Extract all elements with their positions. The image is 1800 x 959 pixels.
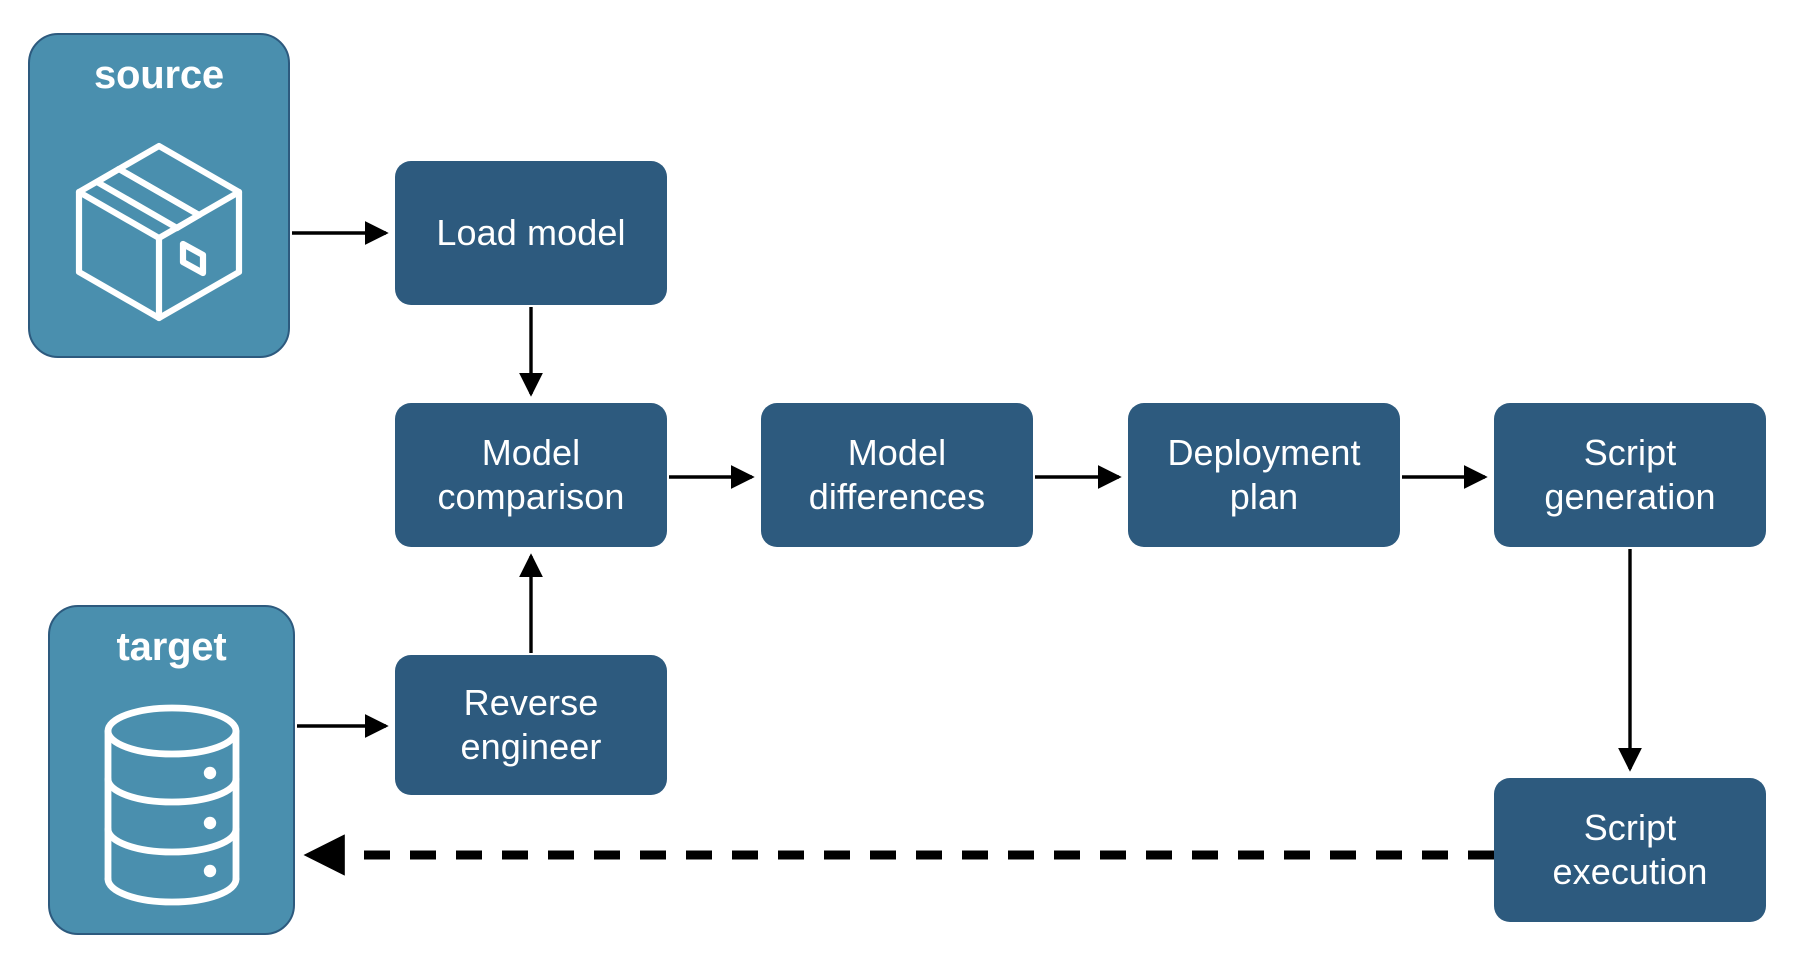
process-label-load-model: Load model (436, 212, 626, 254)
endpoint-title-source: source (94, 53, 224, 97)
endpoint-node-source[interactable]: source (28, 33, 290, 358)
endpoint-title-target: target (116, 625, 227, 669)
endpoint-node-target[interactable]: target (48, 605, 295, 935)
package-box-icon (30, 104, 288, 356)
database-cylinder-icon (50, 676, 293, 933)
process-node-load-model[interactable]: Load model (395, 161, 667, 305)
